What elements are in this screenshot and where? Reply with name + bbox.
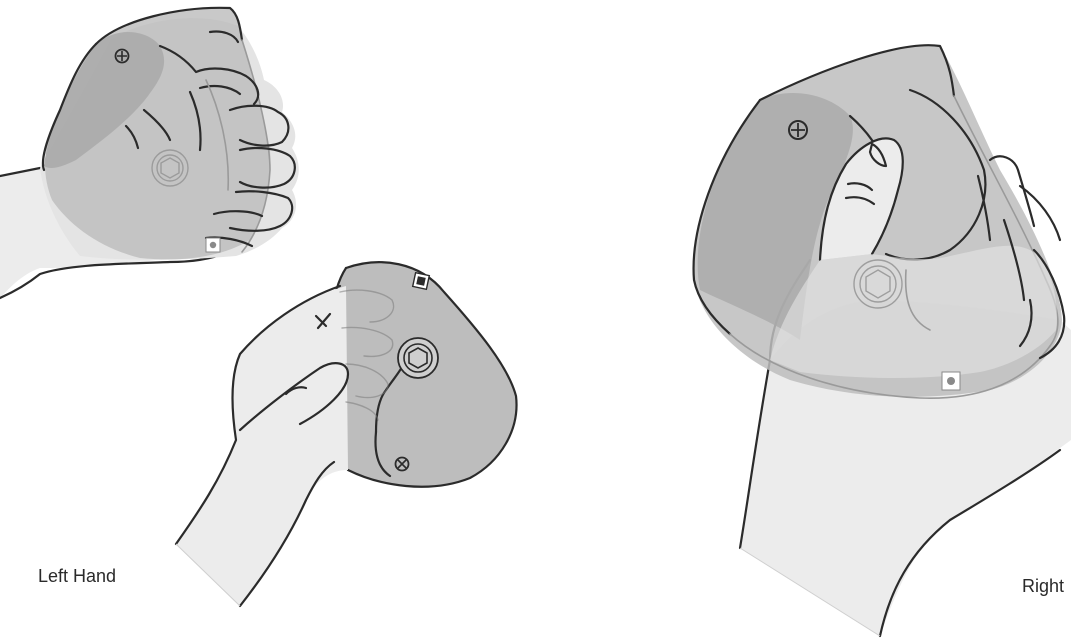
hex-bolt-icon	[853, 259, 903, 309]
hex-bolt-icon	[151, 149, 189, 187]
square-mark-icon	[205, 237, 221, 253]
right-hand-caption: Right	[1022, 576, 1065, 596]
right-thumb	[820, 138, 903, 260]
screw-plus-icon	[788, 120, 808, 140]
hex-bolt-icon	[397, 337, 439, 379]
square-mark-icon	[941, 371, 961, 391]
left-hand-caption: Left Hand	[38, 566, 117, 586]
left-hand-side-figure	[174, 261, 518, 608]
screw-cross-icon	[394, 456, 410, 472]
right-hand-figure	[692, 44, 1071, 638]
left-side-thumb	[240, 363, 348, 435]
left-hand-fist-figure	[0, 6, 299, 300]
right-palm	[770, 245, 1057, 378]
screw-plus-icon	[114, 48, 130, 64]
square-mark-icon	[411, 271, 431, 291]
left-side-forearm	[176, 286, 348, 606]
